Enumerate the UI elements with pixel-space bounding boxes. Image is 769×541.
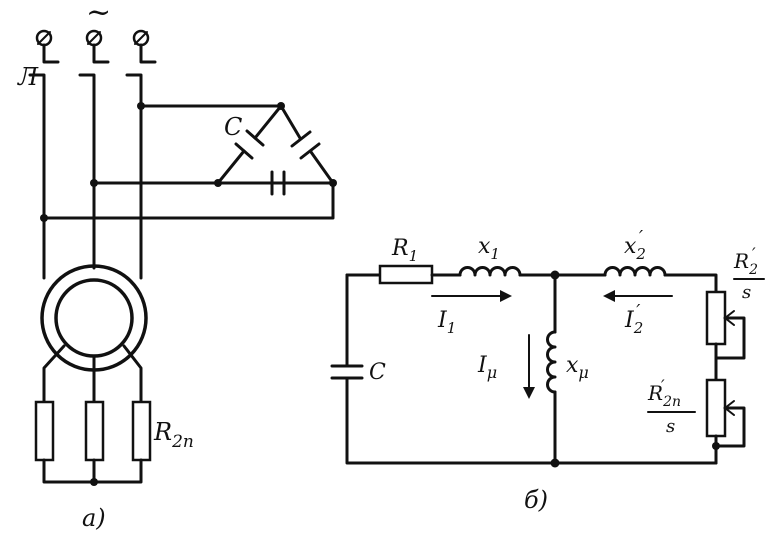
label-xmu: xμ <box>566 353 589 382</box>
inductor-x1 <box>458 266 522 277</box>
label-i1: I1 <box>437 308 456 337</box>
start-resistor-2 <box>84 400 105 462</box>
label-imu: Iμ <box>477 353 497 382</box>
resistor-r2ns <box>705 378 727 438</box>
label-r2s-num: R2′ <box>733 244 758 278</box>
label-r2ns-num: R2п′ <box>647 376 681 410</box>
label-i2: I2′ <box>624 301 643 337</box>
caption-b: б) <box>524 486 548 514</box>
line-switch-label: Л <box>17 63 39 91</box>
label-x2: x2′ <box>624 227 646 263</box>
resistor-r2s <box>705 290 727 346</box>
supply-symbol: ~ <box>86 0 111 30</box>
label-x1: x1 <box>478 234 500 263</box>
inductor-x2 <box>603 266 667 277</box>
start-resistor-3 <box>131 400 152 462</box>
resistor-label-a: R2п <box>153 418 194 452</box>
capacitor-c <box>330 358 364 386</box>
caption-a: а) <box>82 504 106 532</box>
resistor-r1 <box>378 264 434 285</box>
capacitor-label-b: C <box>369 360 386 385</box>
label-r1: R1 <box>391 236 418 265</box>
label-r2s-den: s <box>742 282 751 303</box>
label-r2ns-den: s <box>666 416 675 437</box>
arrow-i1 <box>431 290 512 302</box>
arrow-imu <box>523 334 535 399</box>
arrow-i2 <box>603 290 673 302</box>
figure-b: C R1 x <box>330 227 765 514</box>
start-resistor-1 <box>34 400 55 462</box>
inductor-xmu <box>546 330 557 394</box>
figure-a: ~ Л <box>17 0 337 532</box>
capacitor-label-a: C <box>224 113 242 141</box>
capacitor-delta <box>216 104 335 196</box>
